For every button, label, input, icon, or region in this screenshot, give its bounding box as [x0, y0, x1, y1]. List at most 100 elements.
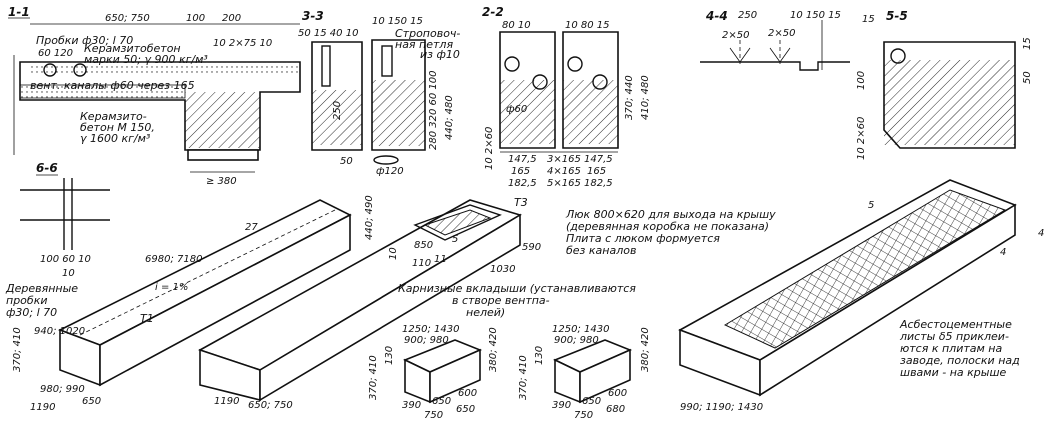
dim-label: 10 2×60 — [484, 127, 495, 170]
dim-label: 15 — [1022, 37, 1033, 50]
dim-label: 50 — [1022, 71, 1033, 84]
dim-label: 1250; 1430 — [402, 324, 459, 335]
dim-label: 410; 480 — [640, 75, 651, 120]
dim-label: 990; 1190; 1430 — [680, 402, 763, 413]
dim-label: 250 — [332, 101, 343, 120]
dim-label: 1190 — [214, 396, 239, 407]
dim-label: 750 — [424, 410, 443, 421]
section-label: 2-2 — [482, 5, 504, 19]
dim-label: 6980; 7180 — [145, 254, 202, 265]
dim-label: 10 — [62, 268, 75, 279]
note-keramzit: Керамзитобетон — [84, 42, 181, 55]
dim-label: 100 60 10 — [40, 254, 91, 265]
section-label: 4-4 — [705, 9, 728, 23]
dim-label: 600 — [608, 388, 627, 399]
eaves-inserts: Карнизные вкладыши (устанавливаются в ст… — [368, 282, 651, 421]
dim-label: 650 — [456, 404, 475, 415]
dim-label: 900; 980 — [404, 335, 449, 346]
dim-label: 10 2×60 — [856, 117, 867, 160]
note-keramzit-b: Керамзито- — [80, 110, 147, 123]
dim-label: 2×50 — [768, 28, 795, 39]
dim-label: 650 — [82, 396, 101, 407]
dim-label: 10 150 15 — [372, 16, 423, 27]
dim-label: 280 320 60 100 — [428, 70, 439, 150]
dim-label: 165 — [587, 166, 606, 177]
dim-label: 50 15 40 10 — [298, 28, 358, 39]
note-strop: ная петля — [395, 38, 453, 51]
dim-label: 110 — [412, 258, 431, 269]
note-keramzit-grade: марки 50; γ 900 кг/м³ — [84, 53, 208, 66]
note-hatch: (деревянная коробка не показана) — [566, 220, 769, 233]
note-plugs: ф30; l 70 — [6, 306, 57, 319]
inserts-title: в створе вентпа- — [452, 294, 550, 307]
panel-1: 6980; 7180 i = 1% 27 440; 490 Деревянные… — [5, 195, 375, 413]
dim-label: 5 — [868, 200, 874, 211]
note-hatch: без каналов — [566, 244, 636, 257]
inserts-title: Карнизные вкладыши (устанавливаются — [398, 282, 636, 295]
dim-label: 440; 490 — [364, 195, 375, 240]
dim-label: 370; 410 — [368, 355, 379, 400]
dim-label: 10 80 15 — [565, 20, 610, 31]
note-strop: Строповоч- — [395, 27, 460, 40]
note-asbestos: швами - на крыше — [900, 366, 1007, 379]
panel-3: 5 4 4 990; 1190; 1430 Асбестоцементные л… — [678, 179, 1044, 413]
dim-label: 250 — [738, 10, 757, 21]
note-keramzit-b: бетон М 150, — [80, 121, 155, 134]
section-3-3: 3-3 50 15 40 10 250 50 10 150 15 ф120 Ст… — [298, 9, 460, 177]
dim-label: 390 — [552, 400, 571, 411]
type-marker: T3 — [514, 196, 528, 209]
dim-label: 10 — [388, 247, 399, 260]
dim-label: 100 — [186, 13, 205, 24]
section-2-2: 2-2 80 10 10 80 15 ф60 10 2×60 370; 440 … — [482, 5, 651, 189]
dim-label: 15 — [862, 14, 875, 25]
dim-label: 182,5 — [508, 178, 537, 189]
section-4-4: 4-4 250 10 150 15 2×50 2×50 — [700, 9, 850, 71]
note-asbestos: Асбестоцементные — [899, 318, 1012, 331]
note-hatch: Плита с люком формуется — [566, 232, 720, 245]
dim-label: 80 10 — [502, 20, 531, 31]
dim-label: 1030 — [490, 264, 515, 275]
section-label: 1-1 — [8, 5, 30, 19]
section-label: 5-5 — [886, 9, 908, 23]
note-plugs: Пробки ф30; l 70 — [36, 34, 133, 47]
dim-label: 980; 990 — [40, 384, 85, 395]
note-asbestos: ются к плитам на — [900, 342, 1002, 355]
note-asbestos: листы δ5 приклеи- — [899, 330, 1009, 343]
dim-label: 750 — [574, 410, 593, 421]
dim-label: ф60 — [506, 104, 527, 115]
dim-label: 1250; 1430 — [552, 324, 609, 335]
section-6-6: 6-6 100 60 10 10 — [20, 161, 110, 279]
dim-label: 165 — [511, 166, 530, 177]
dim-label: 370; 440 — [624, 75, 635, 120]
dim-label: 4×165 — [547, 166, 581, 177]
dim-label: 2×50 — [722, 30, 749, 41]
dim-label: 11 — [434, 254, 447, 265]
panel-2: 1030 590 850 5 110 10 11 T3 1190 650; 75… — [198, 196, 776, 411]
dim-label: 10 150 15 — [790, 10, 841, 21]
dim-label: 1190 — [30, 402, 55, 413]
dim-label: 182,5 — [584, 178, 613, 189]
dim-label: 100 — [856, 71, 867, 90]
dim-label: 650 — [432, 396, 451, 407]
dim-label: ≥ 380 — [206, 176, 237, 187]
dim-label: ф120 — [376, 166, 404, 177]
dim-label: 380; 420 — [640, 327, 651, 372]
dim-label: 900; 980 — [554, 335, 599, 346]
dim-label: 380; 420 — [488, 327, 499, 372]
note-plugs: пробки — [6, 294, 47, 307]
dim-label: 147,5 — [584, 154, 613, 165]
section-label: 6-6 — [36, 161, 58, 175]
dim-label: 440; 480 — [444, 95, 455, 140]
dim-label: 4 — [1038, 228, 1044, 239]
dim-label: 650 — [582, 396, 601, 407]
dim-label: 600 — [458, 388, 477, 399]
dim-label: 650; 750 — [248, 400, 293, 411]
section-5-5: 5-5 15 100 50 15 10 2×60 — [856, 9, 1033, 160]
dim-label: 147,5 — [508, 154, 537, 165]
dim-label: 27 — [245, 222, 258, 233]
dim-label: 370; 410 — [12, 327, 23, 372]
dim-label: 390 — [402, 400, 421, 411]
dim-label: 680 — [606, 404, 625, 415]
note-strop: из ф10 — [420, 48, 460, 61]
section-1-1: 1-1 650; 750 100 200 10 2×75 10 Пробки ф… — [8, 5, 301, 187]
